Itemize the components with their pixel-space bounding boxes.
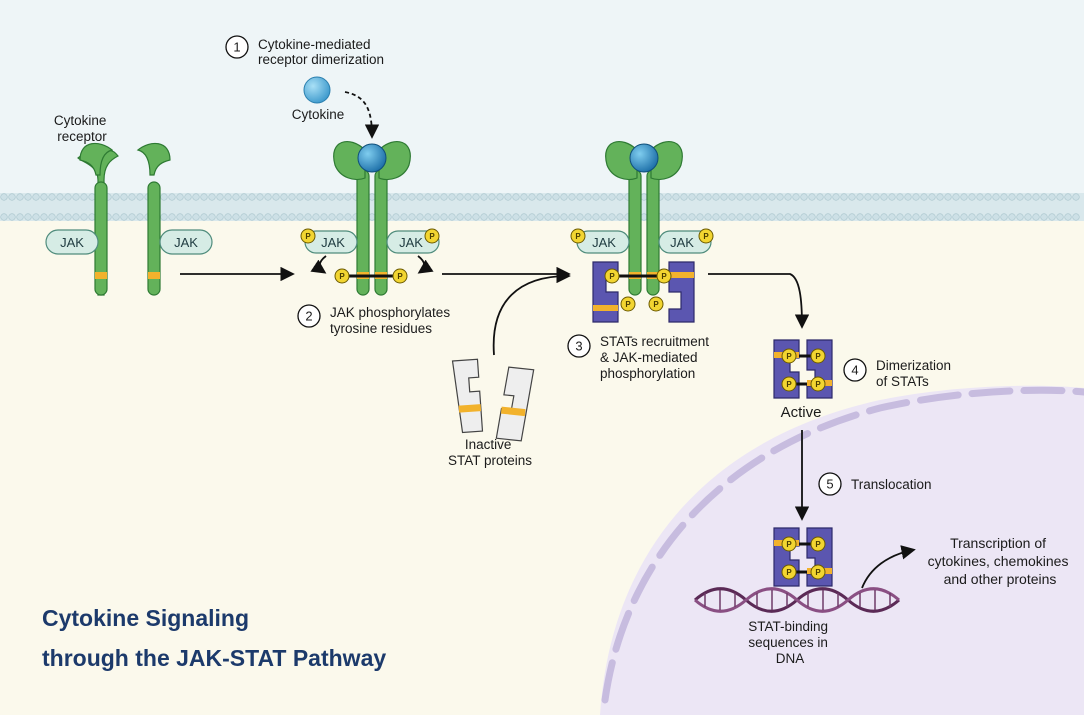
phosphate-icon: P: [810, 564, 826, 580]
dimerized-receptor-step2: [333, 141, 411, 296]
inactive-stat-proteins: [451, 358, 535, 442]
step-number: 5: [826, 477, 833, 492]
phosphate-icon: P: [781, 376, 797, 392]
step-number: 4: [851, 363, 858, 378]
arrow-jak-phosphorylate-right: [417, 255, 434, 274]
jak-label: JAK: [60, 235, 84, 250]
phosphate-label: P: [429, 232, 435, 241]
step-number: 3: [575, 339, 582, 354]
phosphate-icon: P: [781, 564, 797, 580]
page-title: Cytokine Signaling through the JAK-STAT …: [42, 605, 386, 671]
arrows: [180, 91, 916, 589]
inactive-stat-label: Inactive STAT proteins: [448, 437, 532, 468]
cytokine-receptor-label: Cytokine receptor: [54, 113, 110, 144]
phosphate-label: P: [575, 232, 581, 241]
receptor-with-stats-step3: [605, 141, 683, 296]
phosphate-label: P: [703, 232, 709, 241]
phosphate-label: P: [815, 568, 821, 577]
arrow-jak-phosphorylate-left: [310, 255, 327, 274]
step-1-badge: 1: [225, 35, 249, 59]
nucleus: [600, 385, 1084, 715]
phosphate-icon: P: [810, 348, 826, 364]
step-5-text: Translocation: [851, 477, 932, 492]
phosphate-label: P: [305, 232, 311, 241]
step-number: 1: [233, 40, 240, 55]
phosphate-label: P: [786, 568, 792, 577]
phosphate-icon: P: [810, 536, 826, 552]
phosphate-icon: P: [604, 268, 620, 284]
step-4-badge: 4: [843, 358, 867, 382]
phosphate-icon: P: [781, 348, 797, 364]
arrow-inactive-to-recruit: [492, 268, 571, 356]
phosphate-icon: P: [392, 268, 408, 284]
cytokine-bound-step3: [629, 143, 659, 173]
phosphate-label: P: [786, 540, 792, 549]
arrow-cytokine-binding: [344, 91, 380, 139]
step-number: 2: [305, 309, 312, 324]
jak-step3-right: JAK: [658, 230, 712, 254]
step-3-badge: 3: [567, 334, 591, 358]
phosphate-label: P: [397, 272, 403, 281]
phosphate-label: P: [339, 272, 345, 281]
jak-left: JAK: [45, 229, 99, 255]
phosphate-icon: P: [648, 296, 664, 312]
jak-step3-left: JAK: [576, 230, 630, 254]
dna-helix: [694, 587, 900, 613]
phosphate-icon: P: [334, 268, 350, 284]
phosphate-label: P: [786, 352, 792, 361]
jak-label: JAK: [174, 235, 198, 250]
step-2-badge: 2: [297, 304, 321, 328]
jak-step2-right: JAK: [386, 230, 440, 254]
phosphate-label: P: [653, 300, 659, 309]
jak-step2-left: JAK: [304, 230, 358, 254]
step-3-text: STATs recruitment & JAK-mediated phospho…: [600, 334, 713, 381]
step-4-text: Dimerization of STATs: [876, 358, 955, 389]
cytokine-receptor-left: [77, 142, 119, 296]
step-5-badge: 5: [818, 472, 842, 496]
phosphate-groups: P P P P P P P P P P P P P P P P P P: [300, 228, 826, 580]
jak-label: JAK: [670, 235, 694, 250]
jak-label: JAK: [321, 235, 345, 250]
jak-label: JAK: [592, 235, 616, 250]
phosphate-label: P: [625, 300, 631, 309]
arrow-transcription: [861, 545, 916, 589]
phosphate-icon: P: [424, 228, 440, 244]
phosphate-label: P: [786, 380, 792, 389]
phosphate-label: P: [815, 352, 821, 361]
cell-membrane: [0, 193, 1084, 221]
phosphate-icon: P: [570, 228, 586, 244]
extracellular-space: [0, 0, 1084, 196]
phosphate-icon: P: [656, 268, 672, 284]
step-2-text: JAK phosphorylates tyrosine residues: [330, 305, 454, 336]
jak-right: JAK: [159, 229, 213, 255]
phosphate-label: P: [815, 540, 821, 549]
phosphate-icon: P: [698, 228, 714, 244]
dna-label: STAT-binding sequences in DNA: [748, 619, 832, 666]
jak-label: JAK: [399, 235, 423, 250]
arrow-3-to-4: [708, 273, 810, 329]
phosphate-icon: P: [620, 296, 636, 312]
transcription-label: Transcription of cytokines, chemokines a…: [928, 535, 1073, 587]
phosphate-icon: P: [781, 536, 797, 552]
phosphate-label: P: [815, 380, 821, 389]
cytokine-bound-step2: [357, 143, 387, 173]
phosphate-label: P: [661, 272, 667, 281]
active-label: Active: [781, 404, 822, 421]
phosphate-icon: P: [810, 376, 826, 392]
cytokine-label: Cytokine: [292, 107, 345, 122]
cytokine-free: [303, 76, 331, 104]
phosphate-icon: P: [300, 228, 316, 244]
phosphate-label: P: [609, 272, 615, 281]
step-1-text: Cytokine-mediated receptor dimerization: [258, 37, 384, 67]
